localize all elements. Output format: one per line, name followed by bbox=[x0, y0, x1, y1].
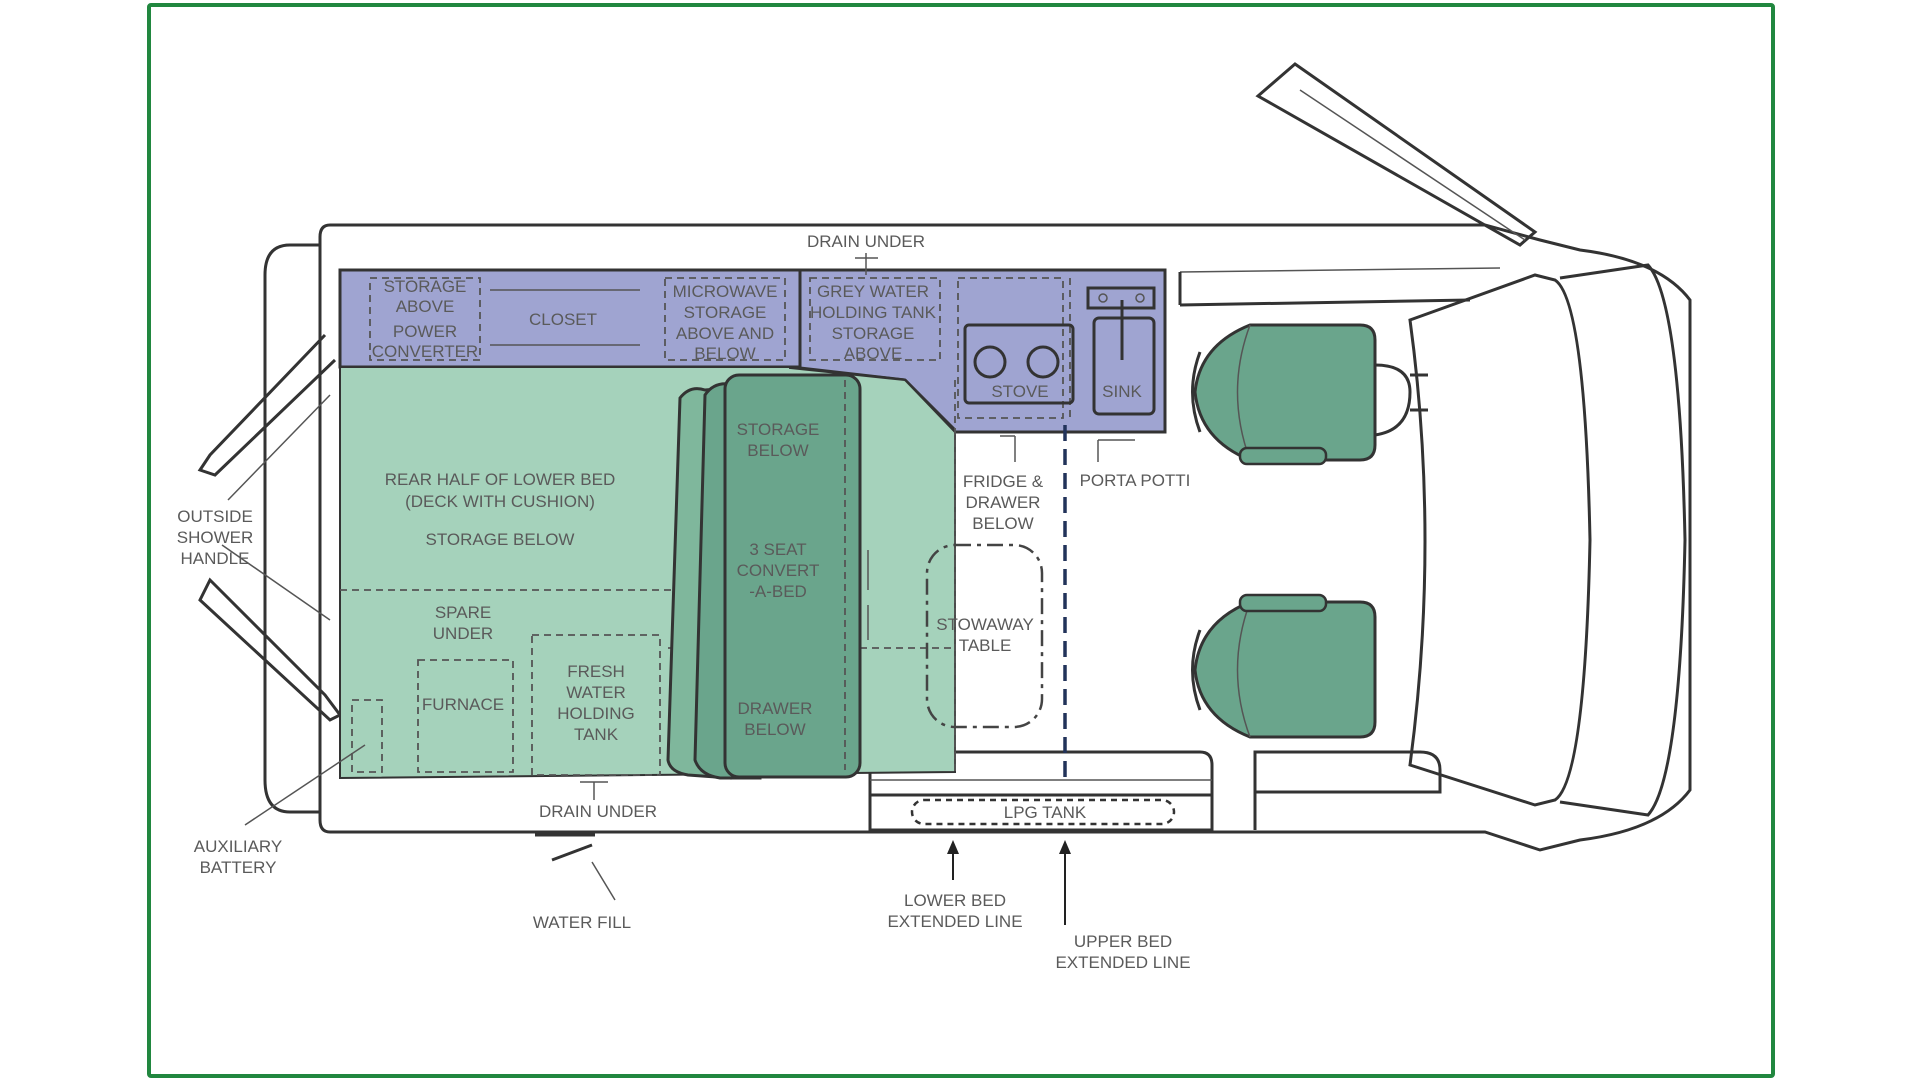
label-grey-water-3: STORAGE bbox=[832, 324, 915, 343]
label-convert-bed-3: -A-BED bbox=[749, 582, 807, 601]
label-grey-water-2: HOLDING TANK bbox=[810, 303, 937, 322]
label-microwave-3: ABOVE AND bbox=[676, 324, 774, 343]
label-microwave-2: STORAGE bbox=[684, 303, 767, 322]
label-power-converter-2: CONVERTER bbox=[372, 342, 478, 361]
label-storage-below-2: BELOW bbox=[747, 441, 808, 460]
label-fresh-water-1: FRESH bbox=[567, 662, 625, 681]
label-auxiliary-battery-2: BATTERY bbox=[200, 858, 277, 877]
front-seats bbox=[1191, 323, 1428, 739]
label-lower-bed-1: LOWER BED bbox=[904, 891, 1006, 910]
label-drain-under-top: DRAIN UNDER bbox=[807, 232, 925, 251]
label-water-fill: WATER FILL bbox=[533, 913, 631, 932]
label-microwave-1: MICROWAVE bbox=[673, 282, 778, 301]
diagram-labels: DRAIN UNDER STORAGE ABOVE POWER CONVERTE… bbox=[177, 232, 1191, 972]
label-fresh-water-3: HOLDING bbox=[557, 704, 634, 723]
label-upper-bed-2: EXTENDED LINE bbox=[1055, 953, 1190, 972]
label-sink: SINK bbox=[1102, 382, 1142, 401]
label-fridge-3: BELOW bbox=[972, 514, 1033, 533]
label-furnace: FURNACE bbox=[422, 695, 504, 714]
label-power-converter-1: POWER bbox=[393, 322, 457, 341]
label-storage-above-2: ABOVE bbox=[396, 297, 455, 316]
bed-area bbox=[339, 366, 956, 780]
label-stove: STOVE bbox=[991, 382, 1048, 401]
label-spare-under-1: SPARE bbox=[435, 603, 491, 622]
label-stowaway-1: STOWAWAY bbox=[936, 615, 1034, 634]
label-grey-water-4: ABOVE bbox=[844, 344, 903, 363]
label-upper-bed-1: UPPER BED bbox=[1074, 932, 1172, 951]
label-rear-bed-3: STORAGE BELOW bbox=[426, 530, 575, 549]
label-fridge-2: DRAWER bbox=[966, 493, 1041, 512]
label-storage-above-1: STORAGE bbox=[384, 277, 467, 296]
label-drawer-below-2: BELOW bbox=[744, 720, 805, 739]
label-lpg-tank: LPG TANK bbox=[1004, 803, 1087, 822]
label-porta-potti: PORTA POTTI bbox=[1080, 471, 1191, 490]
label-microwave-4: BELOW bbox=[694, 344, 755, 363]
label-stowaway-2: TABLE bbox=[959, 636, 1012, 655]
label-convert-bed-1: 3 SEAT bbox=[749, 540, 806, 559]
label-outside-shower-1: OUTSIDE bbox=[177, 507, 253, 526]
label-fresh-water-4: TANK bbox=[574, 725, 619, 744]
label-rear-bed-2: (DECK WITH CUSHION) bbox=[405, 492, 595, 511]
label-auxiliary-battery-1: AUXILIARY bbox=[194, 837, 283, 856]
driver-seat bbox=[1191, 323, 1428, 466]
passenger-seat bbox=[1191, 593, 1377, 739]
green-frame bbox=[147, 3, 1775, 1078]
label-storage-below-1: STORAGE bbox=[737, 420, 820, 439]
label-grey-water-1: GREY WATER bbox=[817, 282, 929, 301]
label-outside-shower-2: SHOWER bbox=[177, 528, 254, 547]
label-drawer-below-1: DRAWER bbox=[738, 699, 813, 718]
label-fridge-1: FRIDGE & bbox=[963, 472, 1044, 491]
leader-lines bbox=[221, 253, 1135, 925]
label-closet: CLOSET bbox=[529, 310, 597, 329]
label-outside-shower-3: HANDLE bbox=[181, 549, 250, 568]
label-spare-under-2: UNDER bbox=[433, 624, 493, 643]
label-fresh-water-2: WATER bbox=[566, 683, 626, 702]
label-rear-bed-1: REAR HALF OF LOWER BED bbox=[385, 470, 615, 489]
label-lower-bed-2: EXTENDED LINE bbox=[887, 912, 1022, 931]
label-convert-bed-2: CONVERT bbox=[737, 561, 820, 580]
label-drain-under-bottom: DRAIN UNDER bbox=[539, 802, 657, 821]
kitchen-floor bbox=[910, 425, 1176, 826]
van-body-outline bbox=[197, 62, 1692, 852]
